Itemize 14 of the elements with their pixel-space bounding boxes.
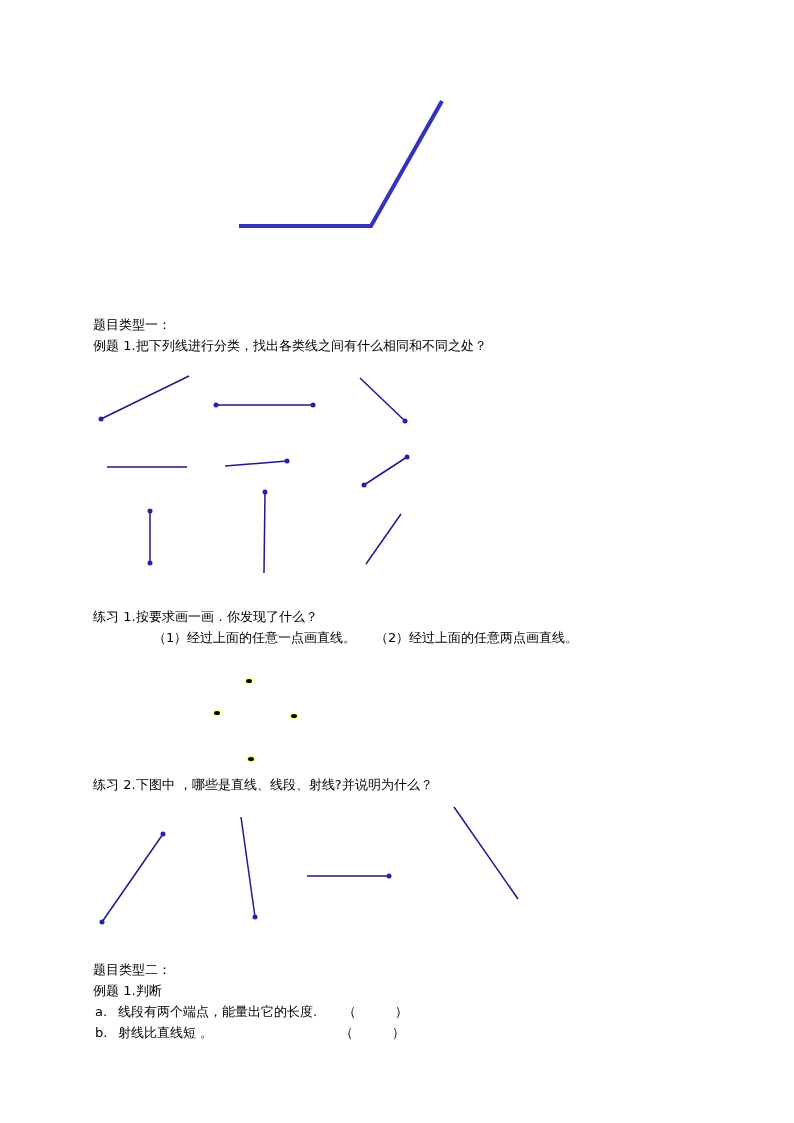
item-marker: a. [95,1004,108,1020]
answer-blank: （ ） [340,1025,405,1041]
instruction-text: （1）经过上面的任意一点画直线。 [153,630,357,646]
question-text: 例题 1.把下列线进行分类，找出各类线之间有什么相同和不同之处？ [93,338,487,354]
answer-blank: （ ） [343,1004,408,1020]
item-marker: b. [95,1025,108,1041]
instruction-text: （2）经过上面的任意两点画直线。 [375,630,579,646]
section-heading: 题目类型一： [93,317,171,333]
exercise-text: 练习 2.下图中 ，哪些是直线、线段、射线?并说明为什么？ [93,777,433,793]
question-text: 例题 1.判断 [93,983,162,999]
statement-text: 射线比直线短 。 [118,1025,214,1041]
statement-text: 线段有两个端点，能量出它的长度. [118,1004,318,1020]
section-heading: 题目类型二： [93,962,171,978]
exercise-text: 练习 1.按要求画一画．你发现了什么？ [93,609,318,625]
